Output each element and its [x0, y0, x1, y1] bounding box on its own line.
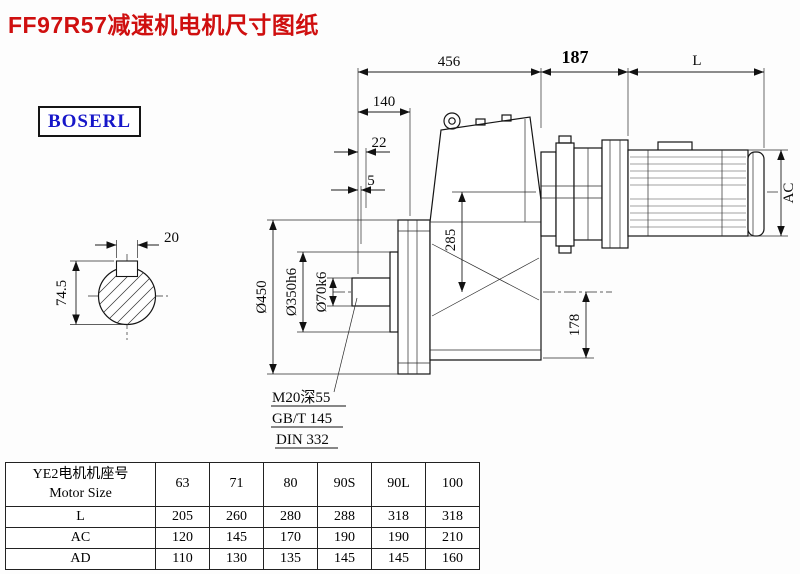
- fan-cowl: [747, 151, 765, 237]
- cell-AD-0: 110: [155, 548, 210, 570]
- motor-size-header-cell: YE2电机机座号 Motor Size: [5, 462, 156, 507]
- dim-AC-label: AC: [781, 183, 797, 204]
- motor-adapter-flange: [601, 139, 629, 249]
- cell-AD-3: 145: [317, 548, 372, 570]
- cell-AC-1: 145: [209, 527, 264, 549]
- size-col-90L: 90L: [371, 462, 426, 507]
- motor-size-table: YE2电机机座号 Motor Size 63 71 80 90S 90L 100…: [5, 462, 480, 570]
- header-label-en: Motor Size: [49, 485, 112, 501]
- input-housing: [540, 151, 557, 237]
- size-col-71: 71: [209, 462, 264, 507]
- dim-spigot-dia-label: Ø350h6: [284, 267, 300, 316]
- dim-456-label: 456: [438, 54, 461, 70]
- brand-logo: BOSERL: [38, 106, 141, 137]
- gearbox-assembly: [333, 112, 778, 375]
- cell-L-2: 280: [263, 506, 318, 528]
- page-title: FF97R57减速机电机尺寸图纸: [8, 12, 319, 38]
- lifting-lug: [443, 112, 461, 130]
- flange-spigot: [389, 251, 399, 333]
- cell-AC-2: 170: [263, 527, 318, 549]
- dimensions: 456 187 L 140 22 5 285 178 AC: [254, 47, 797, 375]
- header-label-cn: YE2电机机座号: [32, 466, 129, 482]
- size-col-63: 63: [155, 462, 210, 507]
- table-row-L: L 205 260 280 288 318 318: [5, 506, 480, 528]
- cell-L-5: 318: [425, 506, 480, 528]
- cell-AD-2: 135: [263, 548, 318, 570]
- dim-187-label: 187: [562, 47, 589, 67]
- cell-L-4: 318: [371, 506, 426, 528]
- cell-L-0: 205: [155, 506, 210, 528]
- cell-AD-5: 160: [425, 548, 480, 570]
- cell-L-3: 288: [317, 506, 372, 528]
- dim-L-label: L: [692, 53, 701, 69]
- dim-285-label: 285: [443, 229, 459, 252]
- cell-L-1: 260: [209, 506, 264, 528]
- cell-AC-5: 210: [425, 527, 480, 549]
- keyway: [115, 260, 139, 278]
- cell-AC-0: 120: [155, 527, 210, 549]
- cell-AC-4: 190: [371, 527, 426, 549]
- note-gb: GB/T 145: [272, 411, 332, 427]
- row-label-L: L: [5, 506, 156, 528]
- table-header-row: YE2电机机座号 Motor Size 63 71 80 90S 90L 100: [5, 462, 480, 507]
- size-col-100: 100: [425, 462, 480, 507]
- row-label-AD: AD: [5, 548, 156, 570]
- dim-178-label: 178: [567, 314, 583, 337]
- size-col-80: 80: [263, 462, 318, 507]
- dim-140-label: 140: [373, 94, 396, 110]
- cell-AD-4: 145: [371, 548, 426, 570]
- size-col-90S: 90S: [317, 462, 372, 507]
- shaft-section-detail: 20 74.5: [54, 230, 179, 340]
- table-row-AD: AD 110 130 135 145 145 160: [5, 548, 480, 570]
- dim-5-label: 5: [367, 173, 375, 189]
- dim-flange-dia-label: Ø450: [254, 280, 270, 313]
- table-row-AC: AC 120 145 170 190 190 210: [5, 527, 480, 549]
- cell-AC-3: 190: [317, 527, 372, 549]
- motor-body: [627, 149, 749, 237]
- mounting-flange: [397, 219, 431, 375]
- cell-AD-1: 130: [209, 548, 264, 570]
- dim-22-label: 22: [372, 135, 387, 151]
- technical-drawing: 20 74.5: [54, 47, 797, 449]
- row-label-AC: AC: [5, 527, 156, 549]
- dim-shaft-dia-label: Ø70k6: [314, 271, 330, 312]
- note-din: DIN 332: [276, 432, 329, 448]
- drawing-notes: M20深55 GB/T 145 DIN 332: [271, 297, 358, 449]
- note-tap: M20深55: [272, 389, 330, 406]
- output-shaft: [351, 277, 391, 307]
- dim-key-height-label: 74.5: [54, 280, 70, 306]
- dim-key-width-label: 20: [164, 230, 179, 246]
